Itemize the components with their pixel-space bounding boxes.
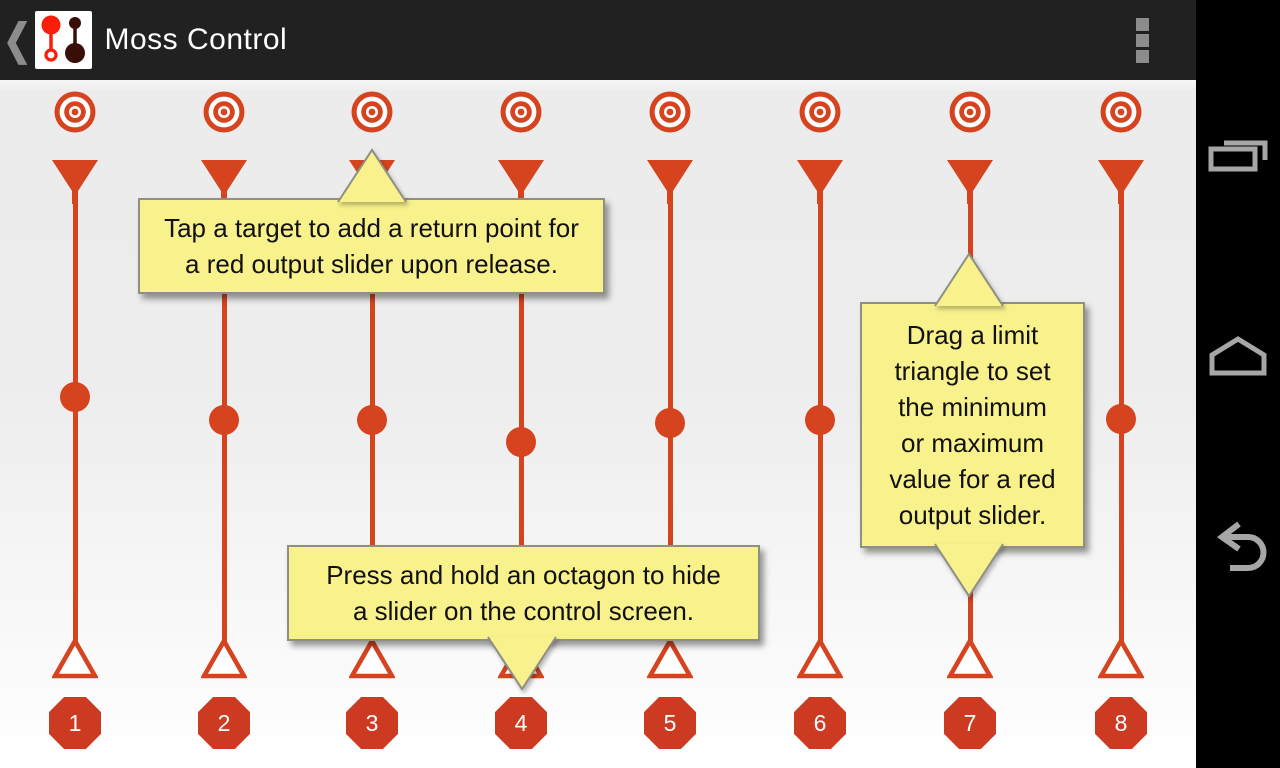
tooltip-hold-octagon: Press and hold an octagon to hide a slid… <box>287 545 760 641</box>
output-slider-5: 5 <box>633 0 707 768</box>
octagon-button[interactable]: 2 <box>198 697 250 749</box>
octagon-button[interactable]: 4 <box>495 697 547 749</box>
back-chevron-icon[interactable]: ❮ <box>3 16 32 64</box>
slider-handle[interactable] <box>357 405 387 435</box>
overflow-dot <box>1135 33 1149 47</box>
slider-number: 3 <box>365 709 379 736</box>
slider-handle[interactable] <box>209 405 239 435</box>
slider-number: 8 <box>1114 709 1128 736</box>
back-button[interactable] <box>1196 521 1280 581</box>
target-icon[interactable] <box>948 90 992 134</box>
tooltip-drag-limit: Drag a limit triangle to set the minimum… <box>860 302 1085 548</box>
min-limit-triangle[interactable] <box>52 637 98 679</box>
home-icon <box>1209 336 1267 376</box>
slider-number: 2 <box>217 709 231 736</box>
octagon-button[interactable]: 8 <box>1095 697 1147 749</box>
tooltip-drag-limit-tail-bottom <box>934 543 1004 598</box>
recents-icon <box>1208 140 1268 172</box>
octagon-button[interactable]: 5 <box>644 697 696 749</box>
slider-handle[interactable] <box>60 382 90 412</box>
output-slider-8: 8 <box>1084 0 1158 768</box>
min-limit-triangle[interactable] <box>797 637 843 679</box>
app-title: Moss Control <box>104 23 288 56</box>
octagon-button[interactable]: 6 <box>794 697 846 749</box>
target-icon[interactable] <box>499 90 543 134</box>
slider-number: 4 <box>514 709 528 736</box>
target-icon[interactable] <box>202 90 246 134</box>
octagon-button[interactable]: 1 <box>49 697 101 749</box>
target-icon[interactable] <box>648 90 692 134</box>
octagon-button[interactable]: 3 <box>346 697 398 749</box>
target-icon[interactable] <box>53 90 97 134</box>
slider-handle[interactable] <box>506 427 536 457</box>
home-button[interactable] <box>1196 334 1280 380</box>
output-slider-1: 1 <box>38 0 112 768</box>
min-limit-triangle[interactable] <box>349 637 395 679</box>
slider-track <box>518 180 524 642</box>
target-icon[interactable] <box>798 90 842 134</box>
target-icon[interactable] <box>350 90 394 134</box>
slider-handle[interactable] <box>805 405 835 435</box>
android-nav-bar <box>1196 0 1280 768</box>
overflow-dot <box>1135 17 1149 31</box>
slider-handle[interactable] <box>1106 404 1136 434</box>
min-limit-triangle[interactable] <box>201 637 247 679</box>
recents-button[interactable] <box>1196 136 1280 176</box>
back-arrow-icon <box>1216 521 1267 571</box>
min-limit-triangle[interactable] <box>947 637 993 679</box>
slider-number: 5 <box>663 709 677 736</box>
min-limit-triangle[interactable] <box>1098 637 1144 679</box>
app-icon[interactable] <box>34 11 92 69</box>
slider-number: 7 <box>963 709 977 736</box>
tooltip-tap-target-tail-top <box>337 148 407 203</box>
tooltip-drag-limit-tail-top <box>934 252 1004 307</box>
tooltip-hold-octagon-tail-bottom <box>487 636 557 691</box>
slider-handle[interactable] <box>655 408 685 438</box>
output-slider-2: 2 <box>187 0 261 768</box>
output-slider-6: 6 <box>783 0 857 768</box>
octagon-button[interactable]: 7 <box>944 697 996 749</box>
overflow-dot <box>1135 49 1149 63</box>
target-icon[interactable] <box>1099 90 1143 134</box>
overflow-menu-button[interactable] <box>1120 6 1164 74</box>
tooltip-tap-target: Tap a target to add a return point for a… <box>138 198 605 294</box>
min-limit-triangle[interactable] <box>647 637 693 679</box>
slider-number: 6 <box>813 709 827 736</box>
slider-number: 1 <box>68 709 82 736</box>
action-bar: ❮ Moss Control <box>0 0 1196 80</box>
moss-control-logo-icon <box>41 15 85 63</box>
